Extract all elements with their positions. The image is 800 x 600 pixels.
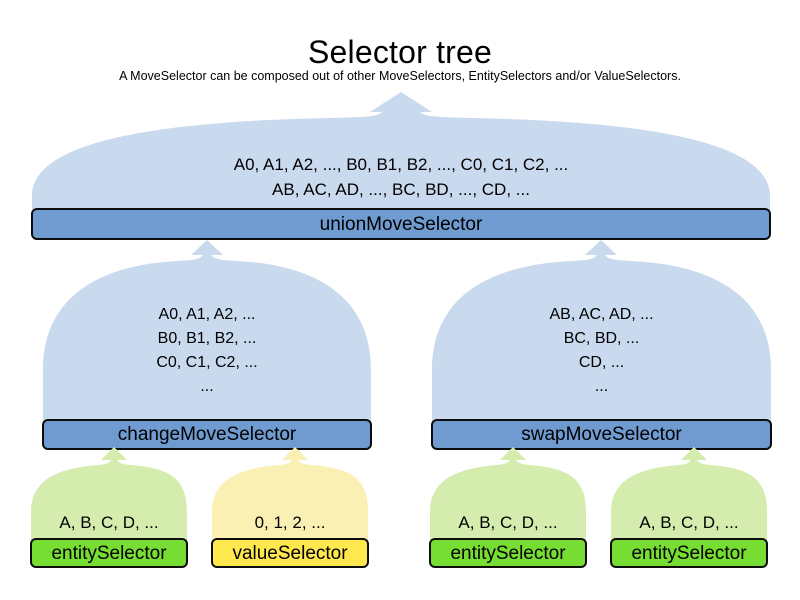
change-bar-shape bbox=[42, 419, 372, 450]
change-output-text: A0, A1, A2, ... B0, B1, B2, ... C0, C1, … bbox=[156, 306, 258, 395]
swap-cloud-shape bbox=[432, 240, 771, 423]
leaf4-entity-selector-label: entitySelector bbox=[631, 543, 747, 564]
leaf3-output-text: A, B, C, D, ... bbox=[458, 513, 558, 532]
union-output-text: A0, A1, A2, ..., B0, B1, B2, ..., C0, C1… bbox=[233, 155, 569, 199]
leaf4-bar-shape bbox=[610, 538, 768, 568]
leaf2-value-selector-label: valueSelector bbox=[232, 543, 348, 564]
union-move-selector-label: unionMoveSelector bbox=[319, 214, 483, 235]
leaf4-cloud-shape bbox=[611, 447, 767, 543]
union-bar-shape bbox=[31, 208, 771, 240]
change-cloud-shape bbox=[43, 240, 371, 423]
page-subtitle: A MoveSelector can be composed out of ot… bbox=[119, 69, 681, 83]
page-title: Selector tree bbox=[307, 34, 493, 70]
leaf2-output-text: 0, 1, 2, ... bbox=[254, 513, 326, 532]
leaf2-cloud-shape bbox=[212, 447, 368, 543]
swap-bar-shape bbox=[431, 419, 772, 450]
leaf1-bar-shape bbox=[30, 538, 188, 568]
swap-move-selector-label: swapMoveSelector bbox=[521, 424, 682, 445]
leaf1-cloud-shape bbox=[31, 447, 187, 543]
change-move-selector-label: changeMoveSelector bbox=[117, 424, 297, 445]
leaf3-entity-selector-label: entitySelector bbox=[450, 543, 566, 564]
leaf3-bar-shape bbox=[429, 538, 587, 568]
leaf1-output-text: A, B, C, D, ... bbox=[59, 513, 159, 532]
leaf4-output-text: A, B, C, D, ... bbox=[639, 513, 739, 532]
swap-output-text: AB, AC, AD, ... BC, BD, ... CD, ... ... bbox=[549, 306, 654, 395]
union-cloud-shape bbox=[32, 92, 770, 212]
leaf2-bar-shape bbox=[211, 538, 369, 568]
leaf1-entity-selector-label: entitySelector bbox=[51, 543, 167, 564]
leaf3-cloud-shape bbox=[430, 447, 586, 543]
